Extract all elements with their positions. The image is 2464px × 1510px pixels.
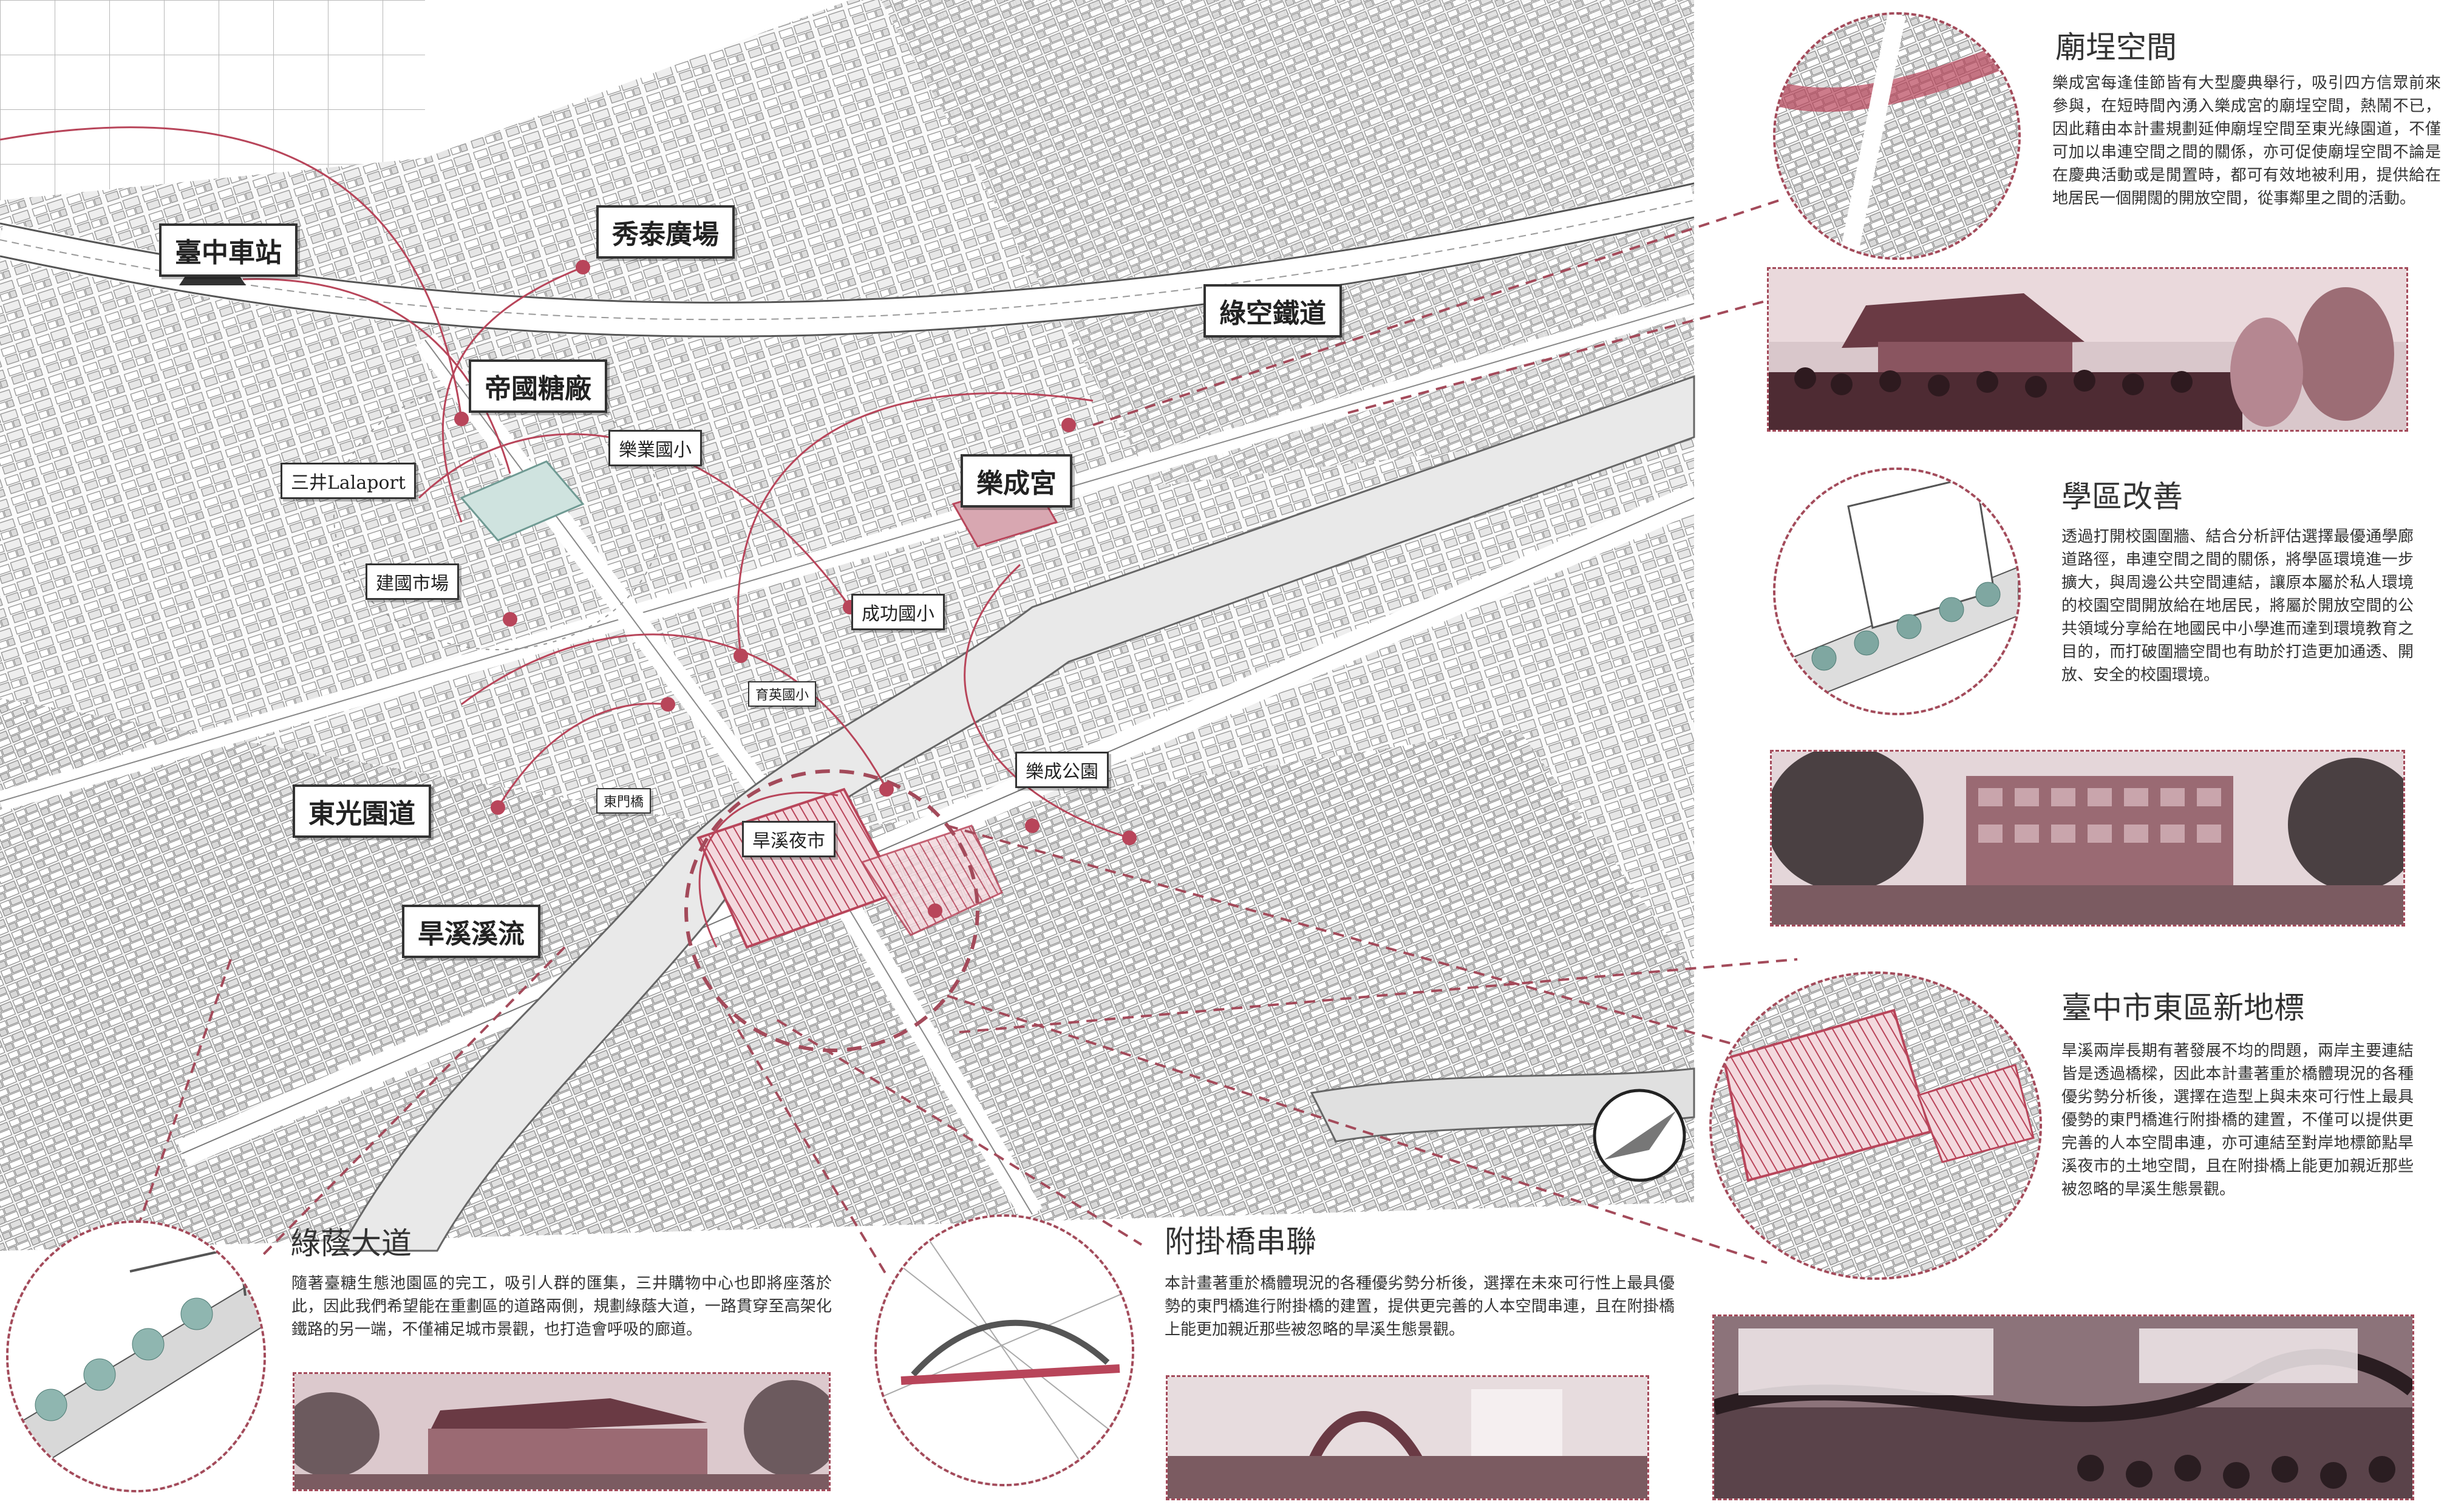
map-label-leye-elementary: 樂業國小 xyxy=(608,430,702,466)
temple-space-title: 廟埕空間 xyxy=(2055,30,2177,65)
map-label-xiutai-plaza: 秀泰廣場 xyxy=(596,205,735,259)
landmark-bubble xyxy=(1709,971,2042,1280)
green-boulevard-bubble xyxy=(6,1220,266,1492)
map-label-dongguang-greenway: 東光園道 xyxy=(293,784,431,838)
map-label-yuying-elementary: 育英國小 xyxy=(748,681,817,707)
green-boulevard-body: 隨著臺糖生態池園區的完工，吸引人群的匯集，三井購物中心也即將座落於此，因此我們希… xyxy=(291,1274,832,1339)
map-label-hanxi-night-market: 旱溪夜市 xyxy=(742,821,836,857)
map-label-chenggong-elementary: 成功國小 xyxy=(851,594,945,630)
school-zone-title: 學區改善 xyxy=(2061,479,2183,514)
night-market-bridge-photo xyxy=(1712,1314,2414,1500)
bridge-link-body: 本計畫著重於橋體現況的各種優劣勢分析後，選擇在未來可行性上最具優勢的東門橋進行附… xyxy=(1165,1274,1675,1339)
map-label-lecheng-temple: 樂成宮 xyxy=(961,454,1072,508)
map-label-jianguo-market: 建國市場 xyxy=(366,563,459,600)
school-zone-bubble xyxy=(1773,468,2021,715)
green-boulevard-title: 綠蔭大道 xyxy=(290,1226,412,1261)
temple-space-body: 樂成宮每逢佳節皆有大型慶典舉行，吸引四方信眾前來參與，在短時間內湧入樂成宮的廟埕… xyxy=(2052,74,2441,208)
dongmen-bridge-photo xyxy=(1166,1375,1649,1500)
sugar-factory-photo xyxy=(293,1372,831,1491)
temple-space-bubble xyxy=(1773,12,2021,260)
map-label-green-railway: 綠空鐵道 xyxy=(1203,284,1342,338)
map-label-lecheng-park: 樂成公園 xyxy=(1015,752,1109,788)
map-label-mitsui-lalaport: 三井Lalaport xyxy=(281,463,416,499)
north-arrow-icon xyxy=(1593,1089,1686,1182)
landmark-title: 臺中市東區新地標 xyxy=(2061,990,2304,1025)
school-campus-photo xyxy=(1770,750,2405,927)
bridge-link-bubble xyxy=(874,1214,1134,1486)
school-zone-body: 透過打開校園圍牆、結合分析評估選擇最優通學廊道路徑，串連空間之間的關係，將學區環… xyxy=(2061,528,2414,684)
map-label-dongmen-bridge: 東門橋 xyxy=(596,788,652,814)
map-label-hanxi-stream: 旱溪溪流 xyxy=(402,905,540,958)
map-label-taichung-station: 臺中車站 xyxy=(159,223,298,277)
landmark-body: 旱溪兩岸長期有著發展不均的問題，兩岸主要連結皆是透過橋樑，因此本計畫著重於橋體現… xyxy=(2061,1042,2414,1199)
temple-festival-photo xyxy=(1767,267,2408,432)
map-label-imperial-sugar: 帝國糖廠 xyxy=(469,359,607,413)
bridge-link-title: 附掛橋串聯 xyxy=(1165,1224,1316,1259)
